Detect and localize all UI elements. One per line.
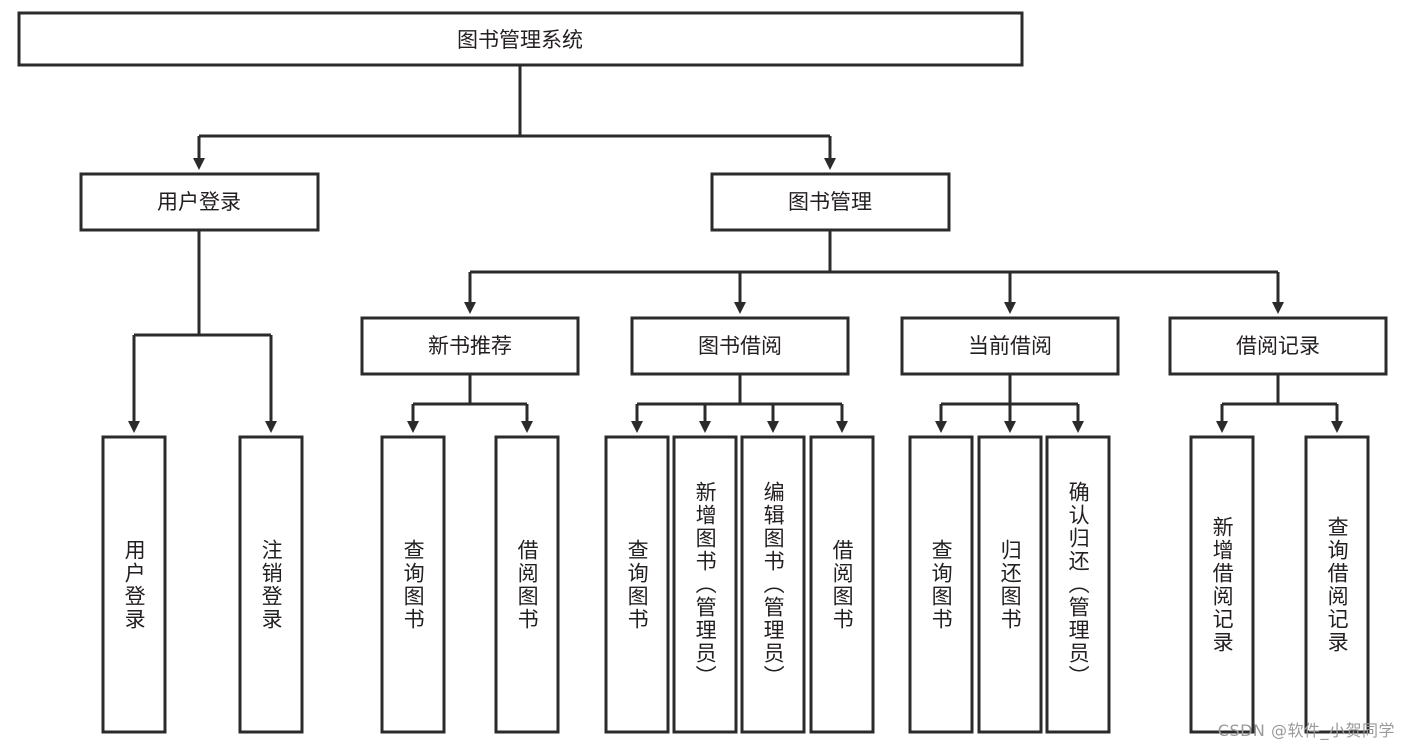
node-root-label: 图书管理系统 xyxy=(457,28,583,52)
node-borrow-record[interactable]: 借阅记录 xyxy=(1168,316,1388,376)
node-book-borrow-label: 图书借阅 xyxy=(698,334,782,358)
leaf-box-book-borrow-2[interactable] xyxy=(672,435,738,734)
node-book-borrow-box[interactable] xyxy=(630,316,850,376)
node-borrow-record-box[interactable] xyxy=(1168,316,1388,376)
leaf-box-book-borrow-3[interactable] xyxy=(740,435,806,734)
node-book-borrow[interactable]: 图书借阅 xyxy=(630,316,850,376)
leaf-box-book-borrow-1[interactable] xyxy=(604,435,670,734)
leaf-box-new-book-2[interactable] xyxy=(494,435,560,734)
node-current-borrow-label: 当前借阅 xyxy=(968,334,1052,358)
node-current-borrow-box[interactable] xyxy=(900,316,1120,376)
node-user-login-label: 用户登录 xyxy=(157,190,241,214)
node-new-book-recommend-label: 新书推荐 xyxy=(428,334,512,358)
node-root-box[interactable] xyxy=(17,11,1024,67)
leaf-box-new-book-1[interactable] xyxy=(380,435,446,734)
leaf-box-current-borrow-1[interactable] xyxy=(908,435,974,734)
csdn-watermark: CSDN @软件_小贺同学 xyxy=(1217,721,1395,740)
leaf-box-borrow-record-2[interactable] xyxy=(1304,435,1370,734)
node-book-management-box[interactable] xyxy=(710,172,951,232)
leaf-box-user-login-1[interactable] xyxy=(101,435,167,734)
node-current-borrow[interactable]: 当前借阅 xyxy=(900,316,1120,376)
node-new-book-recommend-box[interactable] xyxy=(360,316,580,376)
node-root[interactable]: 图书管理系统 xyxy=(17,11,1024,67)
node-book-management[interactable]: 图书管理 xyxy=(710,172,951,232)
node-new-book-recommend[interactable]: 新书推荐 xyxy=(360,316,580,376)
leaf-box-current-borrow-2[interactable] xyxy=(977,435,1043,734)
leaf-box-user-login-2[interactable] xyxy=(238,435,304,734)
leaf-box-borrow-record-1[interactable] xyxy=(1189,435,1255,734)
node-borrow-record-label: 借阅记录 xyxy=(1236,334,1320,358)
leaf-box-current-borrow-3[interactable] xyxy=(1045,435,1111,734)
node-user-login[interactable]: 用户登录 xyxy=(79,172,320,232)
leaf-box-book-borrow-4[interactable] xyxy=(809,435,875,734)
node-book-management-label: 图书管理 xyxy=(788,190,872,214)
